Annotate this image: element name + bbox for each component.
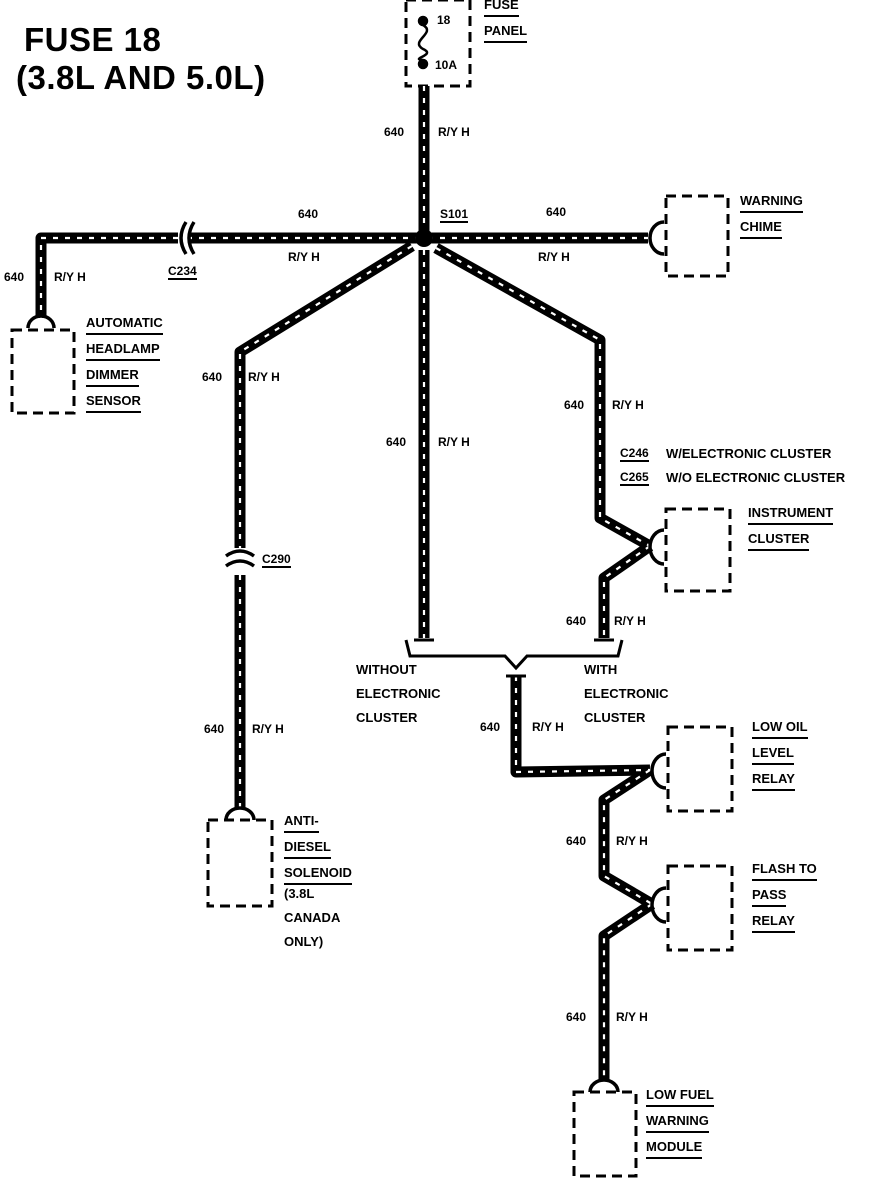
- wire-color-10: R/Y H: [252, 722, 284, 736]
- wire-c234-to-headlamp-dash: [39, 236, 178, 318]
- wire-circuit-12: 640: [566, 1010, 587, 1024]
- wire-color-4: R/Y H: [54, 270, 86, 284]
- headlamp-terminal: [26, 314, 56, 329]
- wire-circuit-1: 640: [384, 125, 405, 139]
- c265-label: C265: [620, 470, 649, 486]
- anti-diesel-terminal: [224, 806, 256, 821]
- branch-brace: [404, 639, 624, 671]
- wire-circuit-8: 640: [566, 614, 587, 628]
- wire-color-11: R/Y H: [616, 834, 648, 848]
- wire-color-3: R/Y H: [538, 250, 570, 264]
- c265-note: W/O ELECTRONIC CLUSTER: [666, 470, 846, 485]
- wire-flash-to-low-fuel-dash: [602, 903, 653, 1080]
- wire-low-oil-to-flash-dash: [602, 769, 653, 905]
- wire-circuit-6: 640: [386, 435, 407, 449]
- anti-diesel-box: [206, 818, 274, 908]
- fuse-panel-box: [404, 0, 472, 88]
- c290-connector: [224, 549, 256, 568]
- wire-color-1: R/Y H: [438, 125, 470, 139]
- wire-circuit-2: 640: [298, 207, 319, 221]
- wire-circuit-9: 640: [480, 720, 501, 734]
- wire-flash-to-low-fuel: [598, 899, 656, 1080]
- wire-circuit-10: 640: [204, 722, 225, 736]
- wire-circuit-3: 640: [546, 205, 567, 219]
- title-line1: FUSE 18: [24, 21, 162, 58]
- low-fuel-terminal: [588, 1078, 620, 1093]
- fuse-number: 18: [437, 13, 451, 27]
- fuse-rating: 10A: [435, 58, 458, 72]
- title-line2: (3.8L AND 5.0L): [16, 59, 266, 96]
- wire-color-6: R/Y H: [438, 435, 470, 449]
- splice-label: S101: [440, 207, 469, 223]
- wire-group: [35, 86, 656, 1080]
- fuse-element: [417, 15, 429, 70]
- wire-splice-to-c290: [234, 241, 415, 548]
- c246-note: W/ELECTRONIC CLUSTER: [666, 446, 832, 461]
- wire-color-5: R/Y H: [248, 370, 280, 384]
- wire-cluster-to-with-branch-dash: [602, 545, 651, 638]
- cluster-terminal: [648, 528, 665, 566]
- low-oil-relay-box: [666, 725, 734, 813]
- wire-circuit-11: 640: [566, 834, 587, 848]
- flash-terminal: [650, 886, 667, 924]
- low-oil-terminal: [650, 752, 667, 790]
- headlamp-sensor-box: [10, 328, 76, 415]
- wire-join-to-low-oil-dash: [514, 676, 651, 774]
- wire-splice-to-cluster-dash: [435, 247, 651, 547]
- instrument-cluster-box: [664, 507, 732, 593]
- low-fuel-box: [572, 1090, 638, 1178]
- splice-s101-dot: [415, 229, 433, 247]
- wire-circuit-4: 640: [4, 270, 25, 284]
- wire-color-8: R/Y H: [614, 614, 646, 628]
- c234-connector: [179, 221, 196, 255]
- warning-chime-box: [664, 194, 730, 278]
- flash-relay-box: [666, 864, 734, 952]
- wire-splice-to-c290-dash: [238, 245, 413, 548]
- wire-color-9: R/Y H: [532, 720, 564, 734]
- c234-label: C234: [168, 264, 197, 280]
- wire-color-2: R/Y H: [288, 250, 320, 264]
- chime-terminal: [648, 220, 665, 256]
- wire-color-12: R/Y H: [616, 1010, 648, 1024]
- c246-label: C246: [620, 446, 649, 462]
- c290-label: C290: [262, 552, 291, 568]
- wire-circuit-5: 640: [202, 370, 223, 384]
- wire-splice-to-cluster: [433, 243, 653, 551]
- wire-circuit-7: 640: [564, 398, 585, 412]
- wire-color-7: R/Y H: [612, 398, 644, 412]
